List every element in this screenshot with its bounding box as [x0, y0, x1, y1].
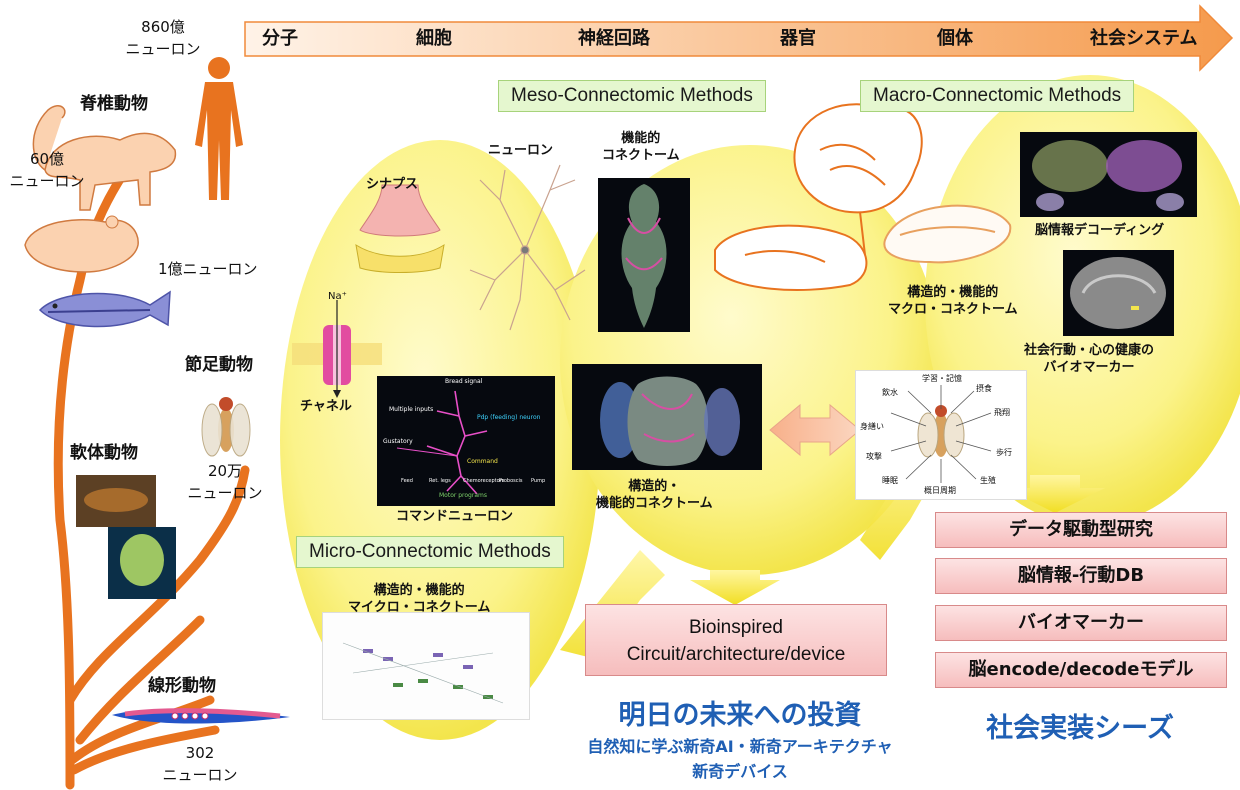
behavior-0: 学習・記憶 — [922, 374, 962, 383]
scale-organ: 器官 — [780, 28, 816, 49]
scale-molecule: 分子 — [262, 28, 298, 49]
brain-sagittal — [793, 103, 923, 256]
scale-individual: 個体 — [937, 28, 973, 49]
behavior-8: 身繕い — [860, 422, 884, 431]
down-arrow-seeds — [1005, 475, 1105, 513]
neuron-illustration — [469, 164, 586, 331]
cmd-b1-label: Feed — [401, 478, 413, 484]
fly-brain-functional-image — [598, 178, 690, 332]
macro-brain-decoding-image — [1020, 132, 1197, 217]
macro-method-label: Macro-Connectomic Methods — [860, 80, 1135, 112]
synapse-label: シナプス — [366, 177, 419, 192]
channel-illustration — [292, 300, 382, 398]
cmd-b5-label: Pump — [531, 478, 546, 484]
seed-box-biomarker: バイオマーカー — [935, 605, 1227, 641]
human-count: 860億ニューロン — [125, 18, 201, 58]
seed-box-model: 脳encode/decodeモデル — [935, 652, 1227, 688]
nematode-label: 線形動物 — [148, 676, 216, 696]
struct-func-connectome-label: 構造的・機能的コネクトーム — [596, 479, 713, 511]
seeds-title: 社会実装シーズ — [986, 713, 1174, 744]
behavior-3: 歩行 — [996, 448, 1012, 457]
behavior-4: 生殖 — [980, 476, 996, 485]
investment-sub2: 新奇デバイス — [692, 762, 788, 781]
mouse-figure — [24, 219, 139, 273]
mouse-count: 1億ニューロン — [158, 260, 258, 278]
cmd-left2-label: Gustatory — [383, 438, 413, 445]
micro-method-label: Micro-Connectomic Methods — [296, 536, 564, 568]
scale-axis-arrow — [244, 4, 1234, 72]
fly-behavior-diagram: 学習・記憶 摂食 飛翔 歩行 生殖 概日周期 睡眠 攻撃 身繕い 飲水 — [855, 370, 1027, 500]
cmd-pdp-label: Pdp (feeding) neuron — [477, 414, 541, 421]
bioinspired-box: Bioinspired Circuit/architecture/device — [585, 604, 887, 676]
functional-connectome-label: 機能的コネクトーム — [602, 131, 680, 163]
mollusc-label: 軟体動物 — [70, 443, 138, 463]
seed-box-data-driven: データ駆動型研究 — [935, 512, 1227, 548]
scale-society: 社会システム — [1090, 28, 1198, 49]
behavior-2: 飛翔 — [994, 408, 1010, 417]
micro-connectome-label: 構造的・機能的マイクロ・コネクトーム — [348, 583, 491, 615]
brain-mouse — [714, 224, 868, 291]
human-figure — [195, 57, 243, 200]
phylogenetic-tree — [53, 145, 250, 790]
behavior-6: 睡眠 — [882, 476, 898, 485]
scale-circuit: 神経回路 — [578, 28, 650, 49]
command-neuron-image: Bread signal Pdp (feeding) neuron Multip… — [377, 376, 555, 506]
command-neuron-label: コマンドニューロン — [396, 509, 514, 524]
fly-brain-structural-image — [572, 364, 762, 470]
behavior-7: 攻撃 — [866, 452, 882, 461]
behavior-9: 飲水 — [882, 388, 898, 397]
micro-connectome-image — [322, 612, 530, 720]
investment-sub1: 自然知に学ぶ新奇AI・新奇アーキテクチャ — [587, 737, 893, 756]
fly-figure-left — [201, 397, 251, 457]
decoding-label: 脳情報デコーディング — [1035, 223, 1165, 238]
behavior-1: 摂食 — [976, 384, 992, 393]
investment-title: 明日の未来への投資 — [618, 700, 862, 731]
scale-cell: 細胞 — [416, 28, 452, 49]
arthropod-label: 節足動物 — [185, 355, 253, 375]
behavior-5: 概日周期 — [924, 486, 956, 495]
cmd-b3-label: Chemoreceptors — [463, 478, 505, 484]
na-label: Na⁺ — [328, 291, 347, 302]
synapse-illustration — [355, 184, 445, 273]
mri-brain-image — [1063, 250, 1174, 336]
monkey-figure — [32, 105, 177, 211]
cmd-b4-label: Proboscis — [499, 478, 523, 484]
down-arrow-bioinspired — [690, 570, 780, 605]
cmd-b2-label: Ret. legs — [429, 478, 451, 484]
cmd-bottom-label: Motor programs — [439, 492, 487, 499]
nematode-figure — [112, 708, 290, 724]
cmd-left1-label: Multiple inputs — [389, 406, 434, 413]
seed-box-db: 脳情報-行動DB — [935, 558, 1227, 594]
brain-fly — [883, 204, 1012, 264]
arthropod-count: 20万ニューロン — [187, 462, 263, 502]
meso-method-label: Meso-Connectomic Methods — [498, 80, 766, 112]
vertebrate-count: 60億ニューロン — [9, 150, 85, 190]
cmd-top-label: Bread signal — [445, 378, 483, 385]
channel-label: チャネル — [300, 399, 352, 414]
fish-figure — [38, 290, 171, 328]
cmd-center-label: Command — [467, 458, 498, 465]
vertebrate-label: 脊椎動物 — [80, 94, 148, 114]
biomarker-label: 社会行動・心の健康のバイオマーカー — [1024, 343, 1155, 375]
neuron-label: ニューロン — [488, 143, 554, 158]
macro-connectome-label: 構造的・機能的マクロ・コネクトーム — [888, 285, 1018, 317]
